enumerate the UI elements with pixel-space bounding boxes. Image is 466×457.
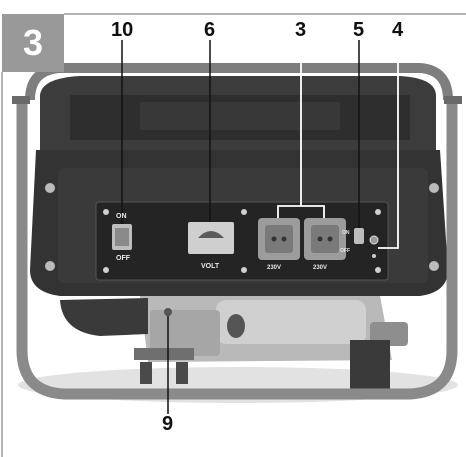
callout-4: 4 xyxy=(392,19,404,41)
leader-4 xyxy=(378,40,399,249)
breaker-off-label: OFF xyxy=(340,248,350,254)
screw xyxy=(45,183,55,193)
socket-right-face xyxy=(311,225,339,253)
socket-right-voltage-label: 230V xyxy=(313,265,328,271)
callout-5: 5 xyxy=(353,19,365,41)
earth-terminal xyxy=(369,235,379,245)
recoil-starter-cover xyxy=(60,298,148,336)
frame-front-tube xyxy=(16,98,458,400)
socket-left-face xyxy=(265,225,293,253)
panel-screw xyxy=(375,267,381,273)
mount-foot xyxy=(350,340,390,392)
figure-number-badge: 3 xyxy=(2,14,64,72)
earth-symbol xyxy=(372,254,376,258)
socket-pin xyxy=(271,236,277,242)
bolt-head xyxy=(227,314,245,338)
circuit-breaker xyxy=(354,228,364,244)
foot-left xyxy=(140,362,152,384)
panel-screw xyxy=(103,209,109,215)
base-rail xyxy=(134,348,194,360)
socket-pin xyxy=(317,236,323,242)
callout-10: 10 xyxy=(111,19,134,41)
oil-drain-point xyxy=(164,308,172,316)
socket-pin xyxy=(281,236,287,242)
engine-switch-on-label: ON xyxy=(116,213,127,220)
voltmeter-label: VOLT xyxy=(201,263,220,270)
voltmeter-dial xyxy=(198,231,224,238)
panel-screw xyxy=(241,209,247,215)
alternator xyxy=(216,300,366,344)
callout-3: 3 xyxy=(295,19,307,41)
frame-top-tube xyxy=(25,63,453,101)
engine-switch-rocker xyxy=(115,228,129,246)
callout-9: 9 xyxy=(162,413,174,435)
tank-inner-shade xyxy=(140,102,340,130)
panel-screw xyxy=(375,209,381,215)
panel-screw xyxy=(241,267,247,273)
screw xyxy=(45,261,55,271)
panel-screw xyxy=(103,267,109,273)
callout-6: 6 xyxy=(204,19,216,41)
screw xyxy=(429,261,439,271)
socket-pin xyxy=(327,236,333,242)
screw xyxy=(429,183,439,193)
foot-left-2 xyxy=(176,362,188,384)
engine-switch-off-label: OFF xyxy=(116,255,130,262)
socket-left-voltage-label: 230V xyxy=(267,265,282,271)
breaker-on-label: ON xyxy=(342,230,350,236)
